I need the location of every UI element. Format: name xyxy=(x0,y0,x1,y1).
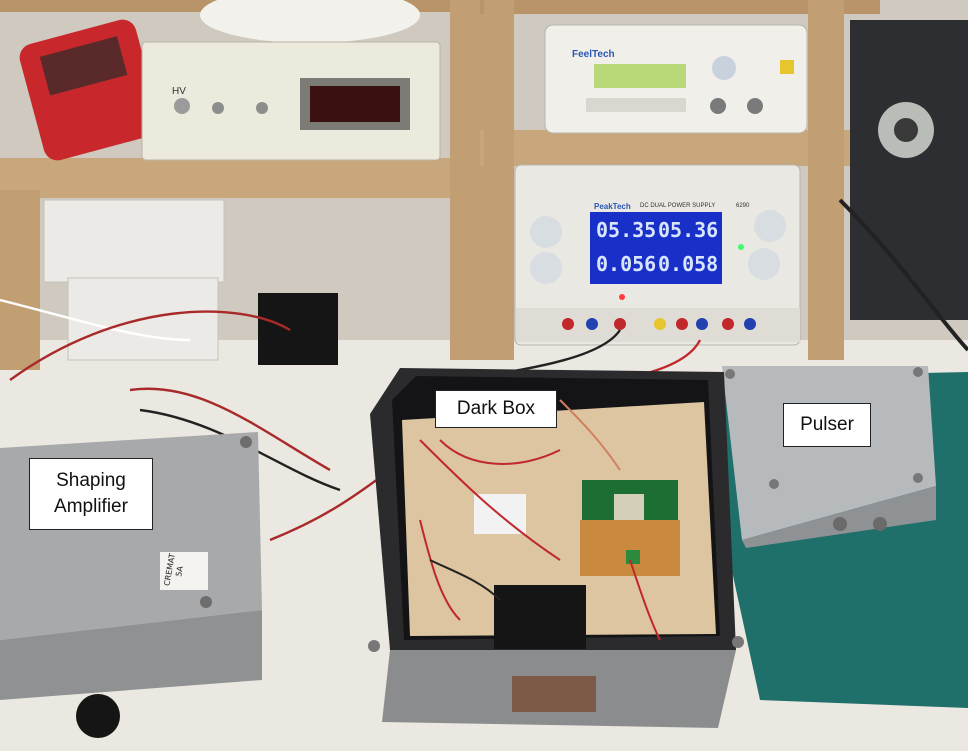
dark-box-label-text: Dark Box xyxy=(456,398,536,419)
current-display-right: 0.058 xyxy=(658,252,719,276)
dark-box-enclosure xyxy=(368,368,744,728)
shaping-amplifier-label: Shaping Amplifier xyxy=(29,458,153,530)
voltage-display-right: 05.36 xyxy=(658,218,719,242)
power-supply-model-text: DC DUAL POWER SUPPLY xyxy=(640,203,716,209)
power-supply-model-number: 6290 xyxy=(736,203,750,209)
hv-power-box xyxy=(141,41,441,161)
dc-power-supply xyxy=(514,164,801,346)
small-black-box xyxy=(258,293,338,365)
shaping-amplifier-label-line2: Amplifier xyxy=(54,496,128,517)
voltage-display-left: 05.35 xyxy=(596,218,657,242)
pulser-label: Pulser xyxy=(783,403,871,447)
dome-object xyxy=(200,0,420,43)
shaping-amplifier-label-line1: Shaping xyxy=(56,470,126,491)
function-generator xyxy=(544,24,808,134)
pulser-label-text: Pulser xyxy=(800,414,854,435)
soldering-station xyxy=(850,20,968,320)
power-supply-brand: PeakTech xyxy=(594,202,631,211)
function-generator-brand: FeelTech xyxy=(572,49,615,60)
multimeter xyxy=(19,19,161,161)
wooden-shelf xyxy=(0,0,880,370)
current-display-left: 0.056 xyxy=(596,252,657,276)
white-enclosures xyxy=(43,199,225,361)
dark-box-label: Dark Box xyxy=(435,390,557,428)
pulser-enclosure xyxy=(722,366,936,548)
hv-panel-label: HV xyxy=(172,86,186,97)
